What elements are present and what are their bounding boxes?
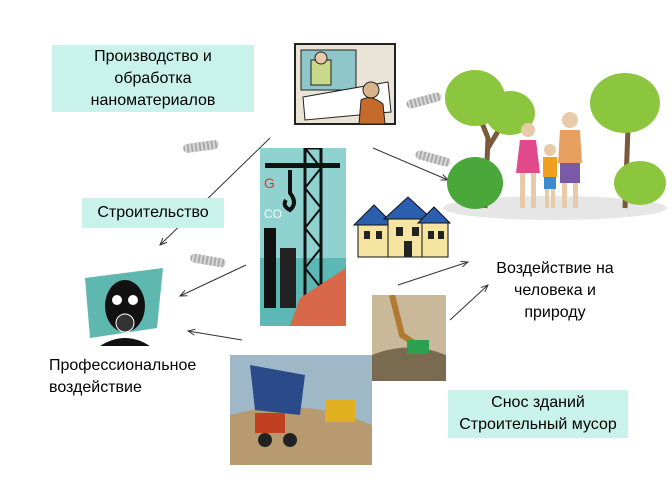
lab-worker-image <box>294 43 396 125</box>
svg-text:CO: CO <box>264 207 282 221</box>
arrow-debris-to-worker <box>188 331 243 341</box>
demolition-image <box>372 295 446 381</box>
arrow-production-to-nature <box>372 147 448 180</box>
houses-image <box>352 196 452 258</box>
node-occupational: Профессиональное воздействие <box>49 357 197 396</box>
dump-truck-debris-image <box>230 355 372 465</box>
node-demolition-line2: Строительный мусор <box>459 416 617 433</box>
node-demolition: Снос зданий Строительный мусор <box>448 390 628 438</box>
construction-collage-image: G CO <box>260 148 346 326</box>
arrow-demolition-to-nature <box>449 285 488 321</box>
family-nature-image <box>443 70 667 220</box>
node-production: Производство и обработка наноматериалов <box>52 45 254 112</box>
node-demolition-line1: Снос зданий <box>491 394 585 411</box>
gas-mask-worker-image <box>85 268 163 346</box>
svg-text:G: G <box>264 175 275 191</box>
arrow-houses-to-nature <box>397 262 468 286</box>
arrow-construction-to-worker <box>180 264 247 296</box>
node-construction: Строительство <box>82 198 224 228</box>
node-construction-label: Строительство <box>97 204 209 221</box>
node-production-label: Производство и обработка наноматериалов <box>90 47 216 109</box>
arrow-production-to-construction <box>160 137 271 245</box>
node-impact-human-nature: Воздействие на человека и природу <box>496 260 614 321</box>
